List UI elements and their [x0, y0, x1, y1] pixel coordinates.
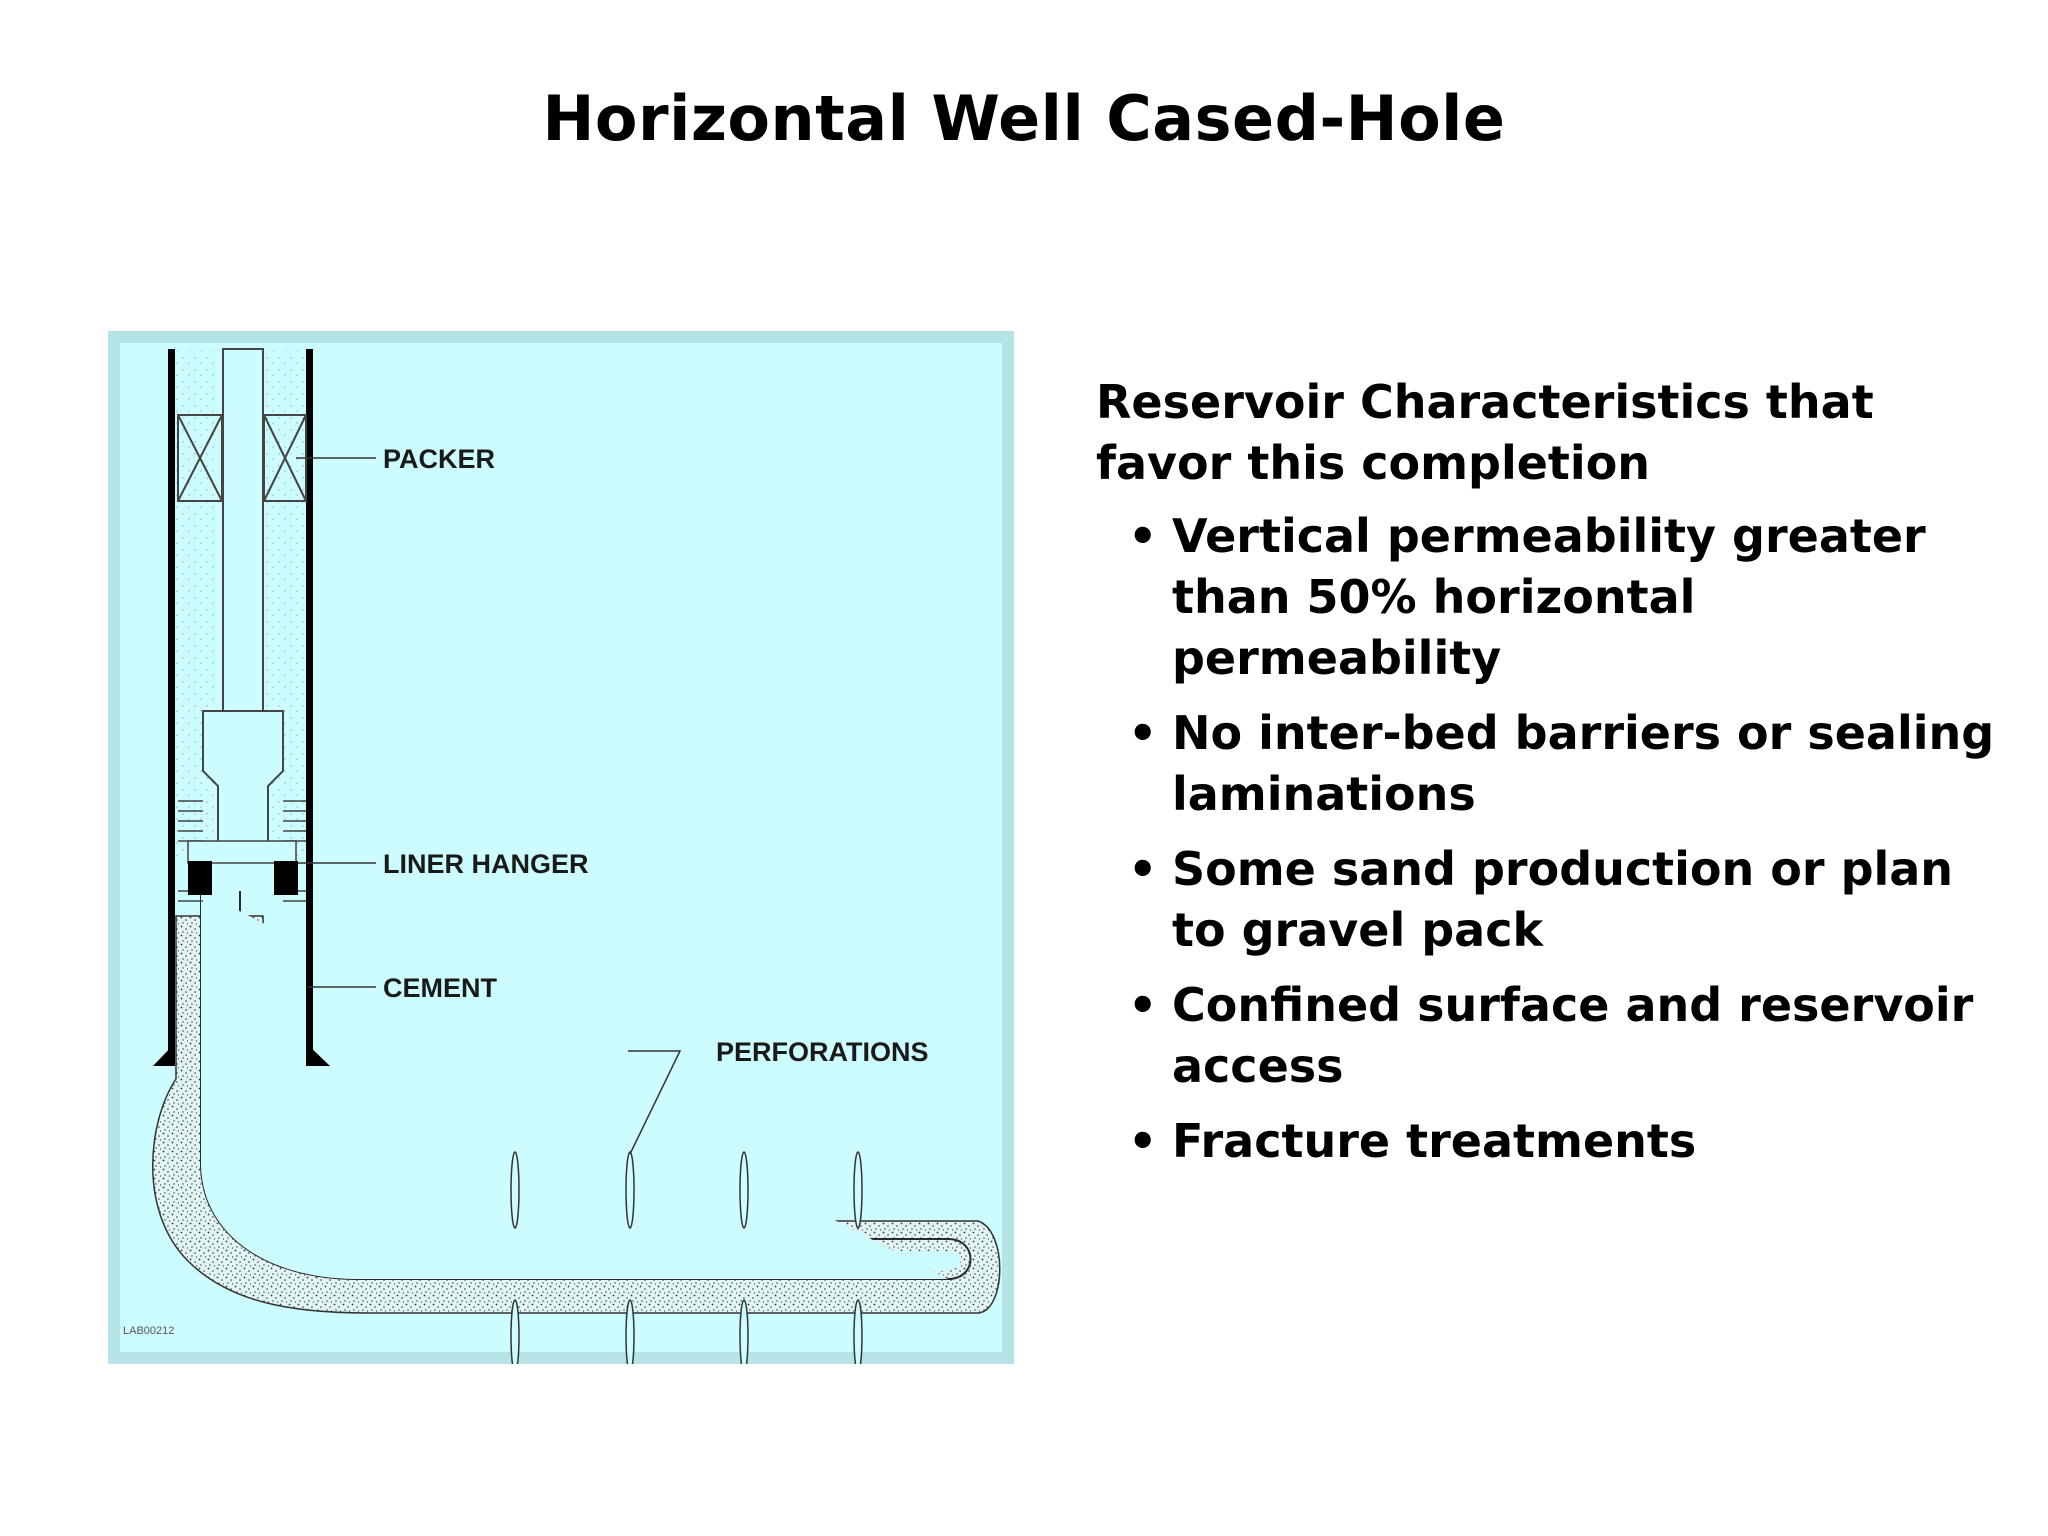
content-heading: Reservoir Characteristics that favor thi… — [1096, 375, 1874, 490]
label-perforations: PERFORATIONS — [716, 1037, 929, 1067]
casing-shoe-left — [153, 1043, 175, 1066]
list-item: • No inter-bed barriers or sealing lamina… — [1096, 703, 1996, 825]
list-item: • Fracture treatments — [1096, 1111, 1996, 1172]
bullet-icon: • — [1128, 706, 1158, 760]
packer-right — [263, 414, 307, 502]
list-item-text: Vertical permeability greater than 50% h… — [1172, 509, 1926, 685]
list-item-text: Fracture treatments — [1172, 1114, 1697, 1168]
well-diagram: PACKER LINER HANGER CEMENT PERFORATIONS … — [108, 331, 1014, 1364]
label-liner-hanger: LINER HANGER — [383, 849, 589, 879]
text-block: Reservoir Characteristics that favor thi… — [1096, 372, 1996, 1186]
bullet-icon: • — [1128, 509, 1158, 563]
bullet-icon: • — [1128, 842, 1158, 896]
casing-shoe-right — [306, 1043, 330, 1066]
list-item-text: Some sand production or plan to gravel p… — [1172, 842, 1954, 957]
bullet-icon: • — [1128, 978, 1158, 1032]
label-cement: CEMENT — [383, 973, 498, 1003]
bullet-icon: • — [1128, 1114, 1158, 1168]
label-packer: PACKER — [383, 444, 495, 474]
list-item-text: No inter-bed barriers or sealing laminat… — [1172, 706, 1995, 821]
list-item: • Confined surface and reservoir access — [1096, 975, 1996, 1097]
perforations — [510, 1151, 863, 1364]
list-item: • Some sand production or plan to gravel … — [1096, 839, 1996, 961]
list-item: • Vertical permeability greater than 50% … — [1096, 506, 1996, 689]
drawing-code: LAB00212 — [123, 1325, 174, 1337]
list-item-text: Confined surface and reservoir access — [1172, 978, 1974, 1093]
slide-title: Horizontal Well Cased-Hole — [542, 82, 1506, 155]
bullet-list: • Vertical permeability greater than 50% … — [1096, 506, 1996, 1172]
casing-left — [168, 349, 175, 1059]
casing-right — [306, 349, 313, 1059]
packer-left — [177, 414, 223, 502]
